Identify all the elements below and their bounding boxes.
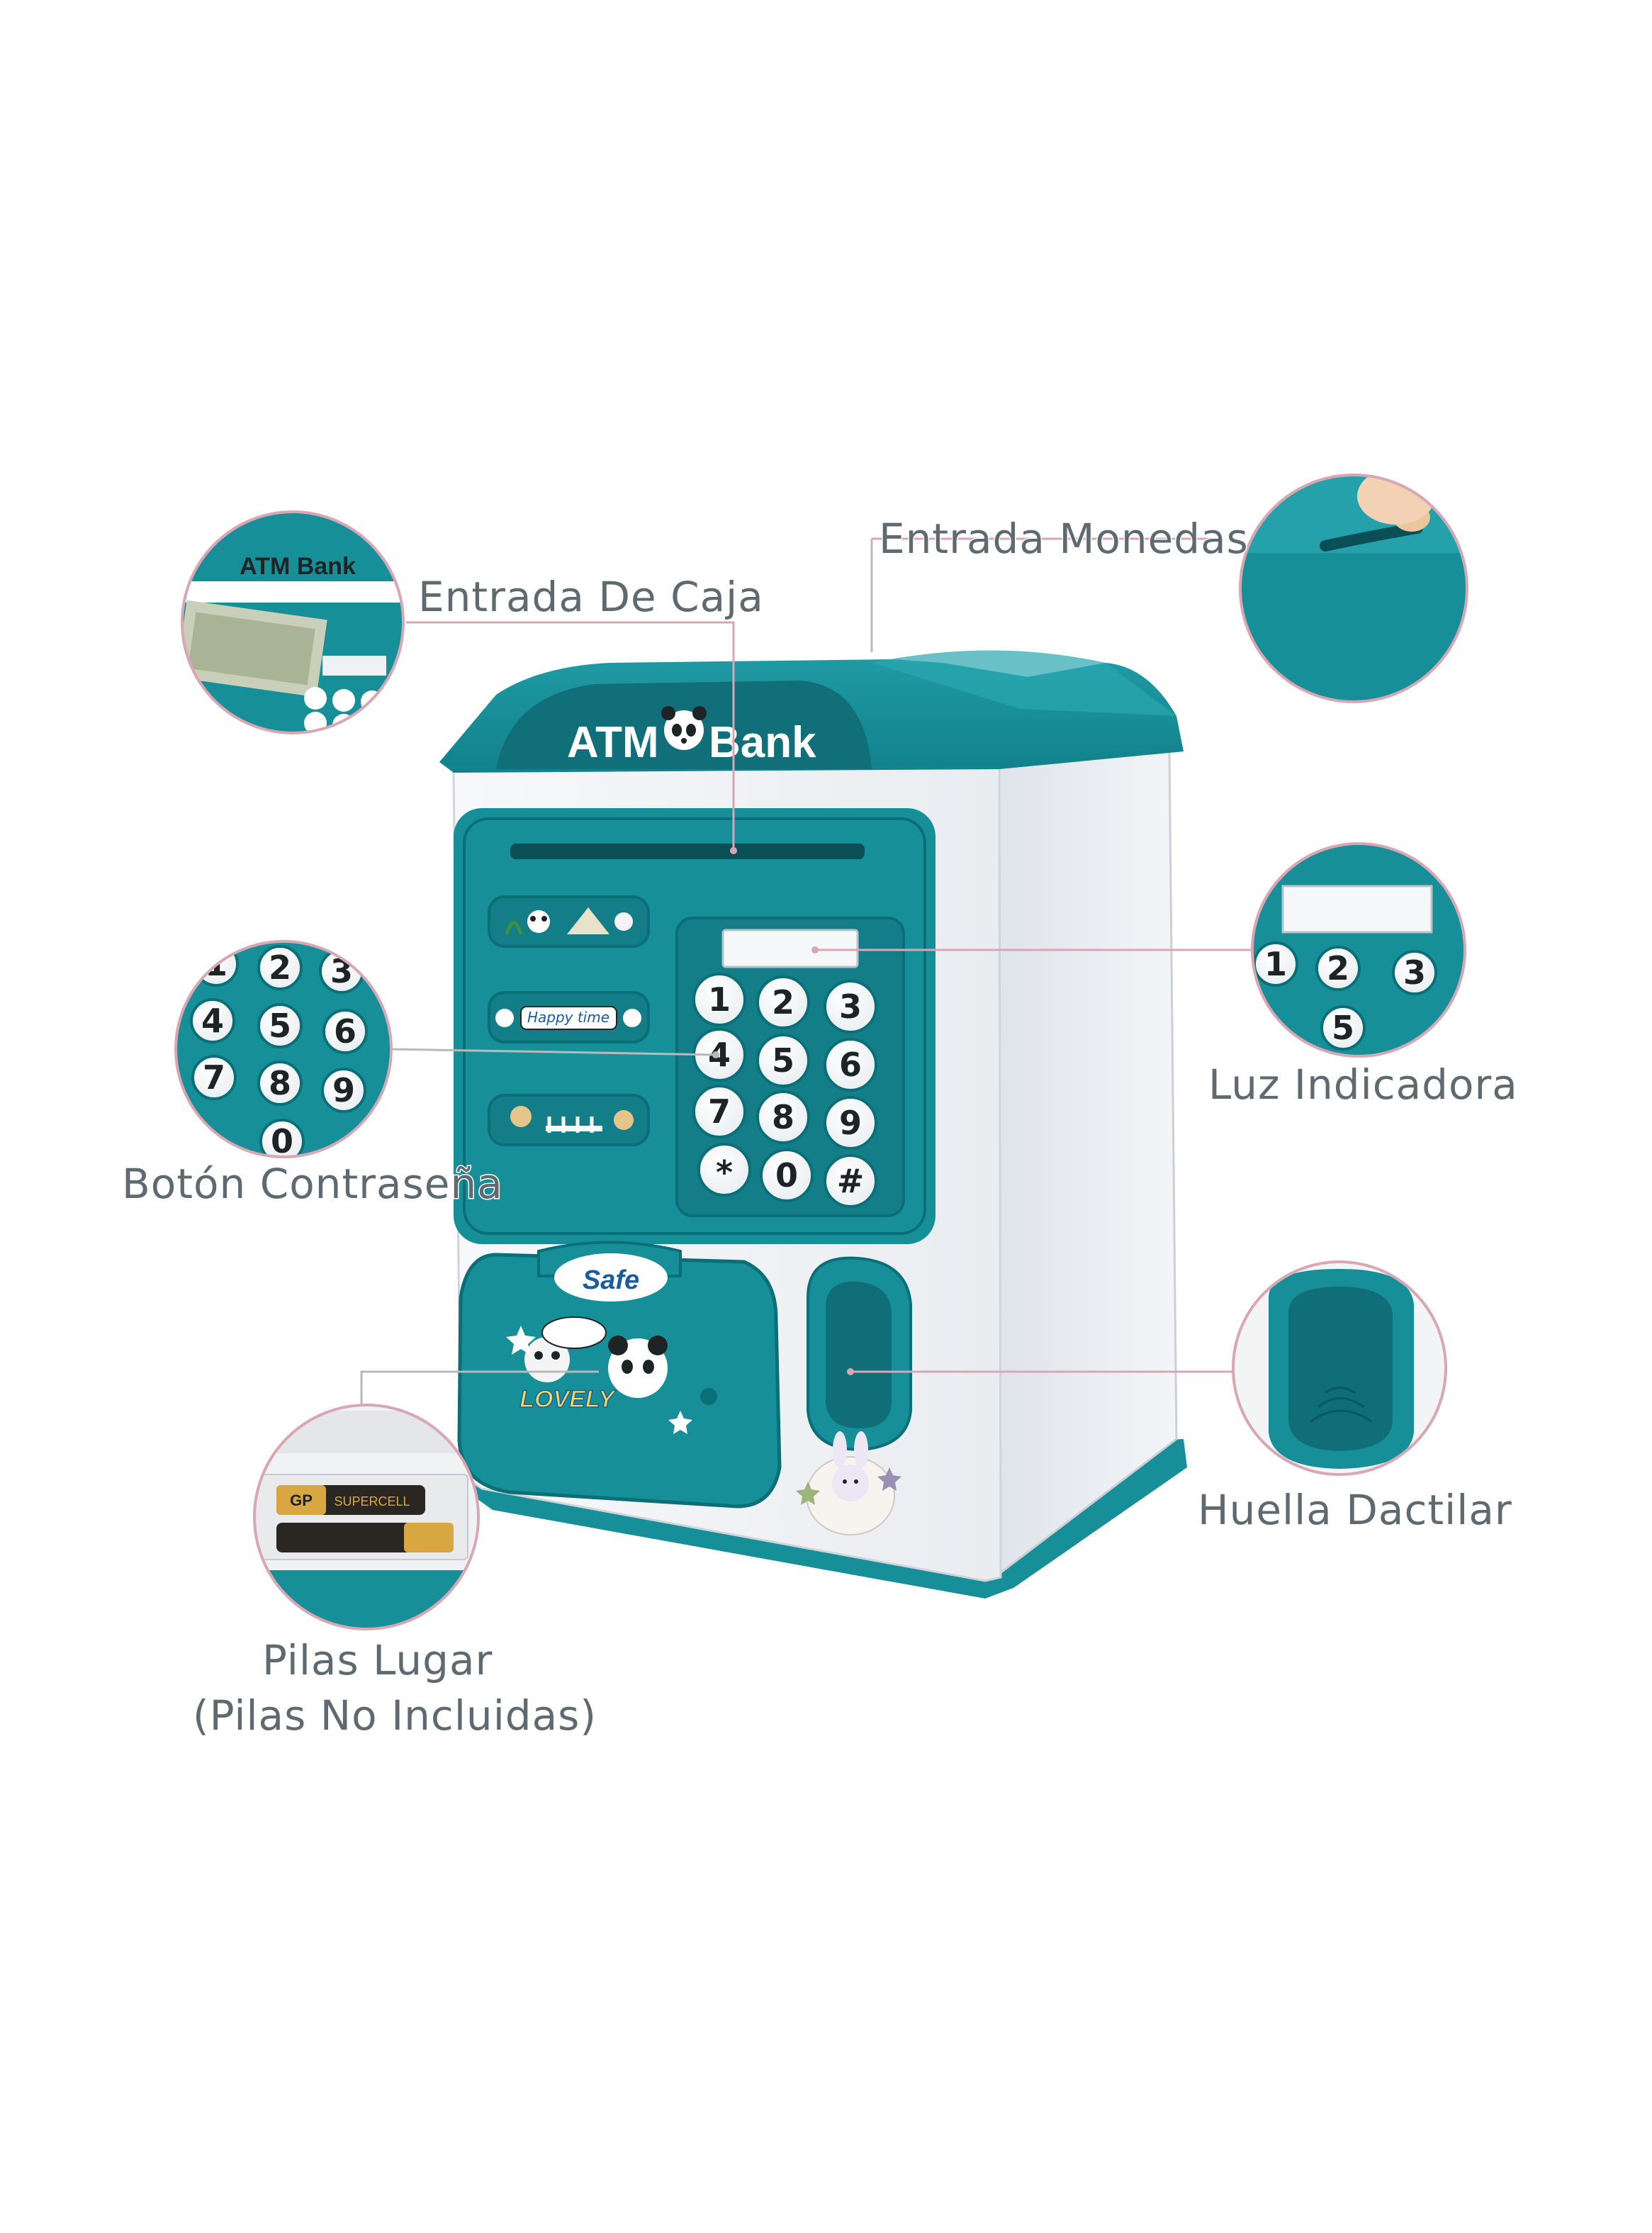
svg-text:#: # (837, 1162, 865, 1200)
svg-text:0: 0 (775, 1156, 798, 1194)
lovely-sticker: LOVELY (506, 1316, 692, 1434)
key-0[interactable]: 0 (760, 1148, 814, 1202)
svg-text:8: 8 (772, 1098, 794, 1136)
svg-text:7: 7 (203, 1058, 225, 1097)
label-coin-slot: Entrada Monedas (879, 515, 1249, 563)
side-panel (994, 750, 1178, 1577)
label-fingerprint: Huella Dactilar (1198, 1486, 1512, 1534)
svg-text:5: 5 (269, 1007, 291, 1045)
key-9[interactable]: 9 (824, 1096, 877, 1150)
cash-slot[interactable] (510, 844, 865, 859)
label-cash-slot: Entrada De Caja (418, 573, 764, 621)
label-indicator-light: Luz Indicadora (1208, 1060, 1518, 1109)
svg-text:9: 9 (839, 1104, 862, 1142)
svg-text:3: 3 (1403, 953, 1426, 992)
leader-lines (360, 537, 1254, 1406)
svg-text:ATM Bank: ATM Bank (240, 553, 356, 580)
key-5[interactable]: 5 (756, 1034, 810, 1087)
svg-text:*: * (716, 1153, 733, 1192)
key-2[interactable]: 2 (756, 975, 810, 1029)
label-battery-line1: Pilas Lugar (262, 1636, 493, 1684)
callout-fingerprint: Huella Dactilar (1197, 1260, 1512, 1535)
svg-text:2: 2 (772, 983, 794, 1022)
svg-text:4: 4 (201, 1002, 224, 1040)
key-8[interactable]: 8 (756, 1090, 810, 1144)
battery-icon: GP SUPERCELL (276, 1485, 454, 1552)
sticker-animals-bottom (510, 1106, 634, 1133)
brand-atm: ATM (567, 718, 659, 767)
svg-text:6: 6 (839, 1046, 862, 1084)
brand-bank: Bank (709, 718, 816, 767)
svg-text:5: 5 (1332, 1009, 1354, 1047)
key-7[interactable]: 7 (692, 1085, 746, 1138)
callout-indicator-light: 1 2 3 5 Luz Indicadora (1208, 842, 1518, 1110)
sticker-happy-time: Happy time (495, 1006, 641, 1030)
callout-coin-slot: Entrada Monedas (878, 474, 1468, 703)
label-battery-line2: (Pilas No Incluidas) (193, 1691, 597, 1740)
svg-text:1: 1 (1264, 945, 1287, 983)
svg-text:3: 3 (839, 987, 862, 1026)
svg-text:Happy time: Happy time (527, 1009, 609, 1026)
safe-badge (554, 1253, 668, 1302)
svg-text:SUPERCELL: SUPERCELL (334, 1494, 410, 1509)
door-lock[interactable] (700, 1388, 717, 1405)
svg-text:5: 5 (772, 1041, 794, 1080)
sticker-animals-top (505, 907, 633, 935)
rabbit-sticker-icon (796, 1431, 901, 1535)
keypad: 1 2 3 4 5 6 7 (692, 973, 877, 1208)
key-hash[interactable]: # (824, 1154, 877, 1208)
indicator-light (721, 929, 859, 968)
key-1[interactable]: 1 (692, 973, 746, 1026)
svg-text:9: 9 (332, 1071, 355, 1109)
svg-text:8: 8 (269, 1064, 291, 1102)
sticker-panel-bottom (488, 1094, 650, 1146)
svg-text:2: 2 (269, 948, 291, 987)
panda-mascot-icon (661, 706, 707, 750)
callout-battery: GP SUPERCELL Pilas Lugar (Pilas No Inclu… (192, 1404, 597, 1741)
svg-text:LOVELY: LOVELY (519, 1386, 617, 1413)
label-password-buttons: Botón Contraseña (122, 1160, 503, 1208)
safe-badge-text: Safe (583, 1265, 639, 1295)
svg-text:6: 6 (334, 1012, 356, 1051)
atm-piggy-bank: ATM Bank Happy time (439, 650, 1187, 1599)
svg-text:0: 0 (271, 1122, 293, 1160)
key-star[interactable]: * (697, 1143, 751, 1197)
svg-text:2: 2 (1327, 949, 1349, 987)
svg-text:GP: GP (290, 1492, 313, 1509)
svg-text:1: 1 (708, 980, 731, 1019)
callout-password-buttons: 1 2 3 4 5 6 7 8 9 0 Botón Contraseña (121, 940, 503, 1209)
key-3[interactable]: 3 (824, 980, 877, 1034)
svg-text:7: 7 (708, 1092, 731, 1131)
key-6[interactable]: 6 (824, 1038, 877, 1092)
roof-top-highlight (872, 650, 1176, 716)
